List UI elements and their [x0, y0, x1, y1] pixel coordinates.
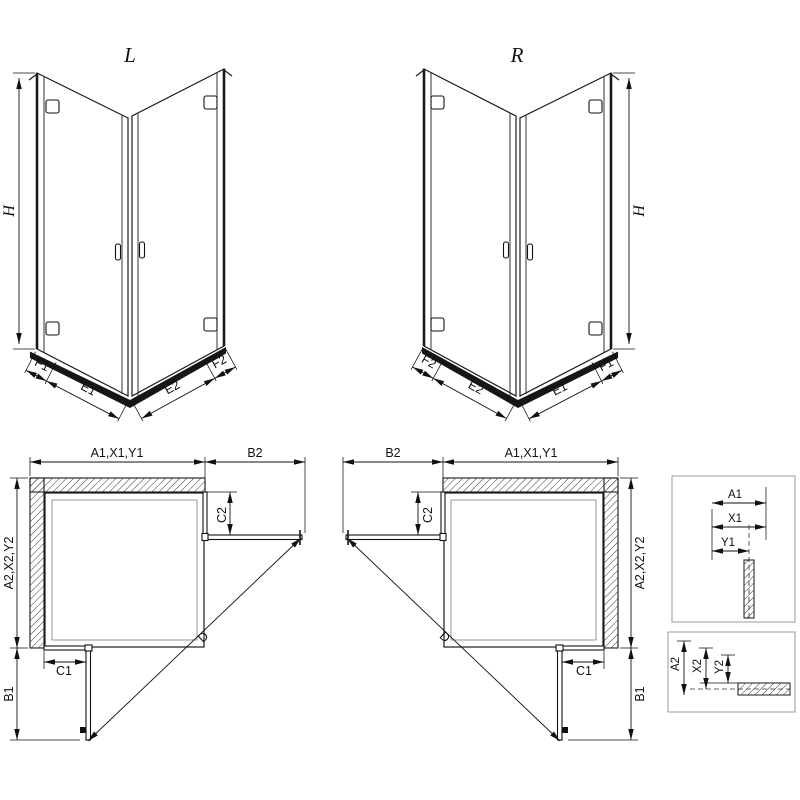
wall-side [29, 477, 45, 649]
front-left-dim-f1: F1 [32, 355, 51, 374]
plan-left-dim-b2: B2 [247, 446, 262, 460]
plan-right-structure [345, 477, 619, 741]
hinge-icon [588, 321, 603, 336]
front-right-structure [415, 68, 620, 408]
shower-tray [443, 492, 604, 648]
wall-top [29, 477, 206, 493]
fixed-glass-panel [202, 491, 208, 538]
front-left-dimensions: H F1 E1 E2 F2 [1, 72, 238, 422]
plan-right-dim-a2: A2,X2,Y2 [633, 537, 647, 590]
plan-left-dim-b1: B1 [2, 686, 16, 701]
door-pivot [201, 532, 209, 542]
front-view-left: L H [1, 43, 238, 422]
detail-front-dim-x1: X1 [728, 513, 742, 525]
door-handle [562, 727, 568, 733]
open-door-front [204, 534, 303, 541]
wall-profile-section [743, 559, 755, 619]
open-door-side [85, 647, 92, 741]
plan-view-left: A1,X1,Y1 B2 C2 A2,X2,Y2 B1 C1 D [2, 446, 306, 742]
base-tray [422, 347, 618, 408]
hinge-icon [430, 317, 445, 332]
glass-panel-left [423, 68, 517, 398]
plan-right-dim-b2: B2 [385, 446, 400, 460]
hinge-icon [588, 99, 603, 114]
open-door-side [556, 647, 563, 741]
front-right-dimensions: H F2 E2 E1 F1 [410, 72, 648, 422]
plan-left-dimensions: A1,X1,Y1 B2 C2 A2,X2,Y2 B1 C1 D [2, 446, 306, 742]
front-right-dim-e1: E1 [550, 379, 570, 399]
plan-right-dim-b1: B1 [633, 686, 647, 701]
detail-side-dim-y2: Y2 [714, 660, 726, 674]
detail-box-frame [667, 631, 796, 713]
glass-panel-right [131, 68, 225, 398]
front-right-dim-f1: F1 [596, 355, 615, 374]
plan-view-right: A1,X1,Y1 B2 C2 A2,X2,Y2 B1 C1 D [342, 446, 647, 742]
door-handle [526, 243, 534, 261]
front-right-height-label: H [631, 204, 648, 218]
detail-front-dim-a1: A1 [728, 489, 742, 501]
plan-left-dim-d: D [195, 629, 211, 645]
shower-tray-inner [51, 499, 198, 641]
detail-side-dim-x2: X2 [692, 659, 704, 673]
profile-detail-front: A1 X1 Y1 [671, 475, 796, 623]
shower-tray-inner [450, 499, 597, 641]
front-right-title: R [510, 43, 524, 67]
plan-left-dim-a1: A1,X1,Y1 [91, 446, 144, 460]
plan-right-dim-c1: C1 [576, 664, 592, 678]
front-left-dim-f2: F2 [209, 352, 229, 371]
hinge-icon [45, 321, 60, 336]
front-left-title: L [123, 43, 136, 67]
fixed-glass-panel [43, 645, 89, 651]
door-handle [114, 243, 122, 261]
profile-detail-side: A2 X2 Y2 [667, 631, 796, 713]
hinge-icon [203, 95, 218, 110]
door-handle [502, 241, 510, 259]
open-door-front [345, 534, 444, 541]
plan-right-dim-c2: C2 [421, 507, 435, 523]
plan-left-dim-c2: C2 [215, 507, 229, 523]
plan-right-dim-a1: A1,X1,Y1 [505, 446, 558, 460]
front-left-dim-e2: E2 [162, 378, 182, 398]
front-left-dim-e1: E1 [79, 379, 99, 399]
plan-left-dim-a2: A2,X2,Y2 [2, 537, 16, 590]
hinge-icon [430, 95, 445, 110]
fixed-glass-panel [559, 645, 605, 651]
plan-right-dim-d: D [437, 629, 453, 645]
base-tray [30, 347, 226, 408]
fixed-glass-panel [440, 491, 446, 538]
glass-panel-left [36, 72, 129, 397]
wall-side [603, 477, 619, 649]
hinge-icon [203, 317, 218, 332]
front-left-height-label: H [1, 204, 18, 218]
front-view-right: R H [410, 43, 648, 422]
hinge-icon [45, 99, 60, 114]
front-left-structure [28, 68, 233, 408]
plan-left-structure [29, 477, 303, 741]
door-handle [80, 727, 86, 733]
shower-tray [44, 492, 205, 648]
detail-front-dim-y1: Y1 [721, 537, 735, 549]
plan-right-dimensions: A1,X1,Y1 B2 C2 A2,X2,Y2 B1 C1 D [342, 446, 647, 742]
glass-panel-right [519, 72, 612, 397]
door-pivot [555, 644, 564, 652]
door-handle [138, 241, 146, 259]
front-right-dim-f2: F2 [419, 352, 439, 371]
detail-side-dim-a2: A2 [670, 657, 682, 671]
wall-top [442, 477, 619, 493]
door-pivot [84, 644, 93, 652]
wall-profile-section [737, 682, 791, 696]
front-right-dim-e2: E2 [466, 378, 486, 398]
door-pivot [439, 532, 447, 542]
plan-left-dim-c1: C1 [56, 664, 72, 678]
